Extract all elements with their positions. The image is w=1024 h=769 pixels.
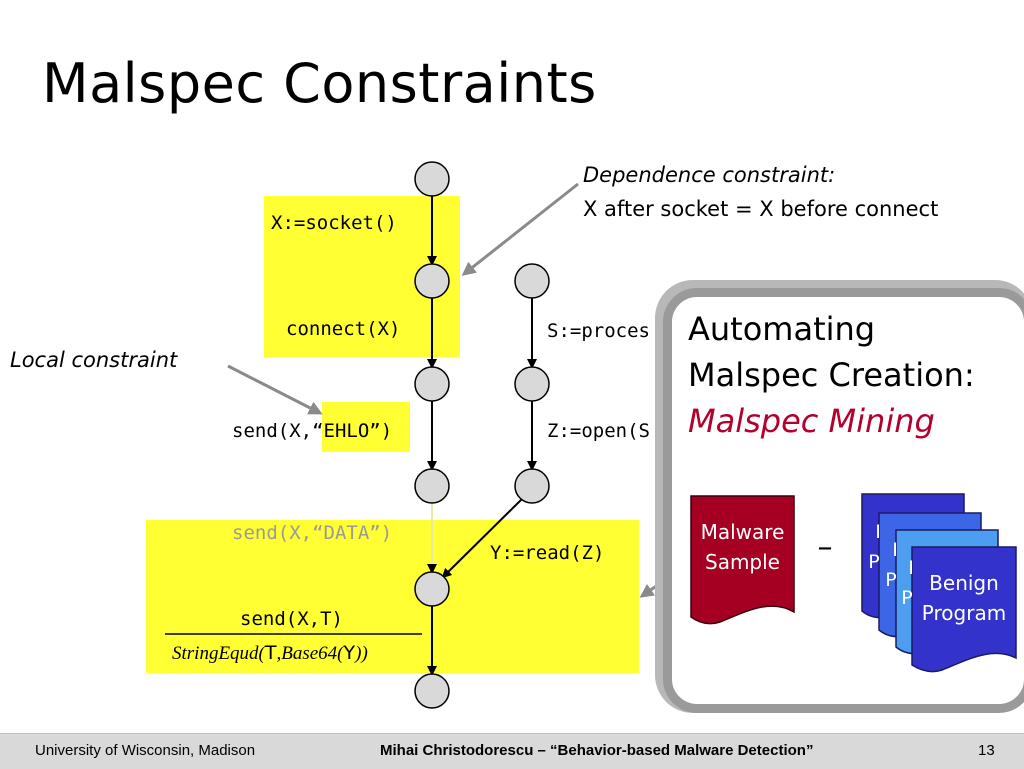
send-t-label: send(X,T) <box>240 608 343 630</box>
malware-line1: Malware <box>700 520 785 544</box>
node-l3 <box>414 366 450 402</box>
panel-line3: Malspec Mining <box>688 402 935 440</box>
edge-cross <box>441 498 523 579</box>
local-highlight <box>322 402 410 452</box>
node-r2 <box>514 366 550 402</box>
z-open-label: Z:=open(S <box>547 420 650 442</box>
s-process-label: S:=proces <box>547 320 650 342</box>
stack-letter-3: I <box>892 539 898 561</box>
y-read-label: Y:=read(Z) <box>490 542 605 564</box>
send-ehlo-suffix: ) <box>380 420 393 442</box>
footer-talk-title: Mihai Christodorescu – “Behavior-based M… <box>380 742 814 759</box>
formula-fn: StringEqud( <box>172 643 265 664</box>
formula-t: T <box>264 642 277 664</box>
node-r1 <box>514 263 550 299</box>
formula-base: Base64( <box>281 643 344 664</box>
benign-doc-4 <box>911 546 1017 673</box>
stack-letter-5: I <box>908 557 914 579</box>
formula-comma: , <box>276 643 282 664</box>
send-data-label: send(X,“DATA”) <box>232 522 393 544</box>
node-l2 <box>414 263 450 299</box>
panel-line2: Malspec Creation: <box>688 356 975 394</box>
node-l1 <box>414 161 450 197</box>
dependence-arrow <box>461 182 579 276</box>
formula-label: StringEqud(T,Base64(Y)) <box>172 642 368 665</box>
send-ehlo-label: send(X,“EHLO”) <box>232 420 392 442</box>
malware-document <box>690 495 795 625</box>
send-ehlo-prefix: send(X, <box>232 420 313 442</box>
panel-heading: Automating Malspec Creation: Malspec Min… <box>688 306 975 444</box>
x-socket-label: X:=socket() <box>271 212 397 234</box>
dependence-body: X after socket = X before connect <box>583 197 939 221</box>
local-constraint-label: Local constraint <box>10 348 178 372</box>
slide-title: Malspec Constraints <box>42 52 597 115</box>
node-l6 <box>414 673 450 709</box>
send-ehlo-arg: “EHLO” <box>312 420 381 442</box>
stack-letter-1: I <box>875 521 881 543</box>
footer-bar: University of Wisconsin, Madison Mihai C… <box>0 733 1024 769</box>
node-l5 <box>414 571 450 607</box>
benign-line2: Program <box>921 601 1007 625</box>
formula-close: )) <box>355 643 368 664</box>
panel-line1: Automating <box>688 310 876 348</box>
footer-page-number: 13 <box>978 742 995 759</box>
stack-letter-2: P <box>868 551 880 573</box>
connect-label: connect(X) <box>286 318 401 340</box>
formula-highlight <box>146 520 639 673</box>
formula-y: Y <box>343 642 356 664</box>
node-r3 <box>514 468 550 504</box>
footer-university: University of Wisconsin, Madison <box>35 742 256 759</box>
benign-line1: Benign <box>929 571 999 595</box>
stack-letter-6: P <box>901 587 913 609</box>
local-arrow <box>227 364 323 415</box>
malware-line2: Sample <box>705 550 780 574</box>
stack-letter-4: P <box>885 569 897 591</box>
minus-sign: – <box>817 530 833 565</box>
dependence-title: Dependence constraint: <box>583 163 836 187</box>
node-l4 <box>414 468 450 504</box>
